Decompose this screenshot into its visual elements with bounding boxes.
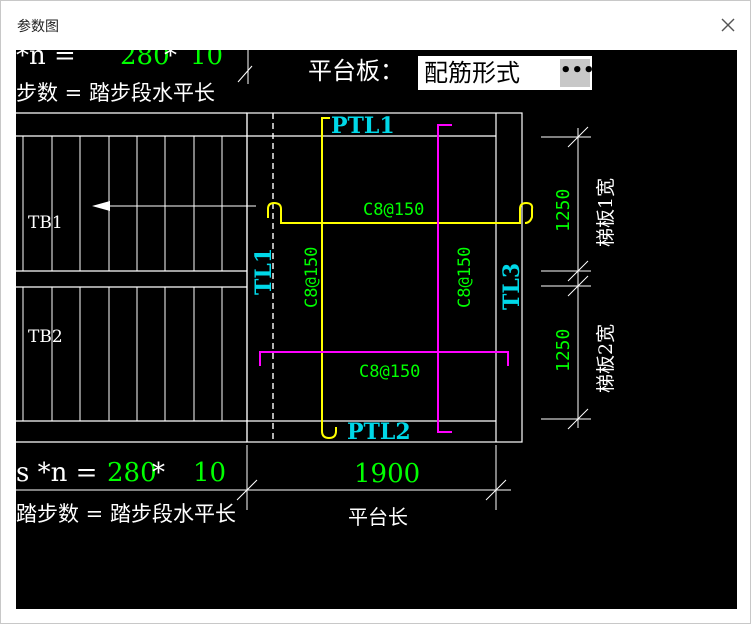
top-formula-num1: 280: [120, 50, 170, 71]
bottom-formula-prefix: s *n =: [16, 458, 97, 488]
tl1-label: TL1: [251, 248, 277, 295]
rebar-v1-label: C8@150: [302, 247, 322, 308]
window-title: 参数图: [17, 19, 59, 35]
length-label: 平台长: [348, 505, 408, 529]
width1-label: 梯板1宽: [595, 178, 617, 247]
top-formula-star: *: [164, 50, 177, 71]
bottom-formula-note: 踏步数 = 踏步段水平长: [16, 502, 236, 526]
rebar-h2-label: C8@150: [359, 362, 420, 382]
reinforcement-form-select[interactable]: 配筋形式 •••: [418, 56, 595, 90]
dim-1250-a: 1250: [553, 189, 574, 232]
tl3-label: TL3: [499, 263, 525, 310]
bottom-formula-num1: 280: [107, 458, 157, 488]
drawing-canvas: *n = 280 * 10 步数 = 踏步段水平长: [16, 50, 737, 609]
dim-1250-b: 1250: [553, 329, 574, 372]
more-options-button[interactable]: •••: [560, 59, 595, 87]
tb1-label: TB1: [28, 213, 63, 233]
bottom-formula-num2: 10: [193, 458, 226, 488]
rebar-h1-label: C8@150: [363, 200, 424, 220]
reinforcement-form-value: 配筋形式: [424, 59, 520, 87]
ptl2-label: PTL2: [347, 419, 411, 445]
top-formula-prefix: *n =: [16, 50, 76, 71]
platform-label: 平台板：: [308, 57, 404, 85]
bottom-formula-star: *: [152, 458, 165, 488]
tb2-label: TB2: [28, 327, 63, 347]
title-bar: 参数图: [1, 1, 750, 49]
top-formula-num2: 10: [190, 50, 223, 71]
close-icon[interactable]: [716, 13, 740, 37]
ptl1-label: PTL1: [331, 113, 395, 139]
stair-drawing: *n = 280 * 10 步数 = 踏步段水平长: [16, 50, 617, 529]
length-value: 1900: [354, 459, 420, 489]
top-formula-note: 步数 = 踏步段水平长: [16, 81, 215, 105]
width2-label: 梯板2宽: [595, 324, 617, 393]
rebar-v2-label: C8@150: [455, 247, 475, 308]
